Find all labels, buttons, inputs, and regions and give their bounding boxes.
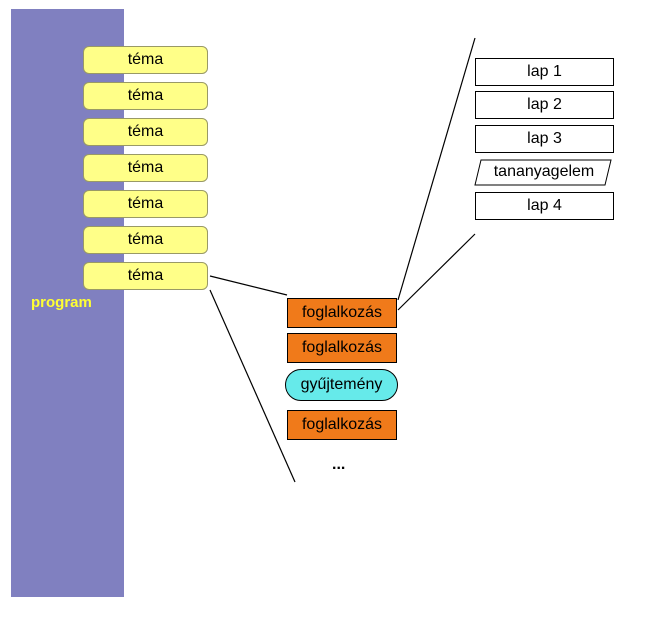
lap-box[interactable]: lap 3 <box>475 125 614 153</box>
tema-box[interactable]: téma <box>83 154 208 182</box>
tema-box-expanded[interactable]: téma <box>83 262 208 290</box>
lap-box[interactable]: lap 1 <box>475 58 614 86</box>
connector-tema-to-foglalkozas-top <box>209 275 288 296</box>
tema-box[interactable]: téma <box>83 118 208 146</box>
lap-box[interactable]: lap 4 <box>475 192 614 220</box>
connector-foglalkozas-to-lap-bottom <box>397 233 476 311</box>
connector-foglalkozas-to-lap-top <box>397 37 476 301</box>
program-label: program <box>31 294 92 311</box>
foglalkozas-box[interactable]: foglalkozás <box>287 410 397 440</box>
gyujtemeny-box[interactable]: gyűjtemény <box>285 369 398 401</box>
lap-box[interactable]: lap 2 <box>475 91 614 119</box>
foglalkozas-box-expanded[interactable]: foglalkozás <box>287 298 397 328</box>
tema-box[interactable]: téma <box>83 190 208 218</box>
tema-box[interactable]: téma <box>83 226 208 254</box>
foglalkozas-ellipsis: ... <box>332 456 346 473</box>
connector-tema-to-foglalkozas-bottom <box>209 289 296 483</box>
tema-box[interactable]: téma <box>83 46 208 74</box>
tananyagelem-label[interactable]: tananyagelem <box>493 163 595 180</box>
tema-box[interactable]: téma <box>83 82 208 110</box>
foglalkozas-box[interactable]: foglalkozás <box>287 333 397 363</box>
